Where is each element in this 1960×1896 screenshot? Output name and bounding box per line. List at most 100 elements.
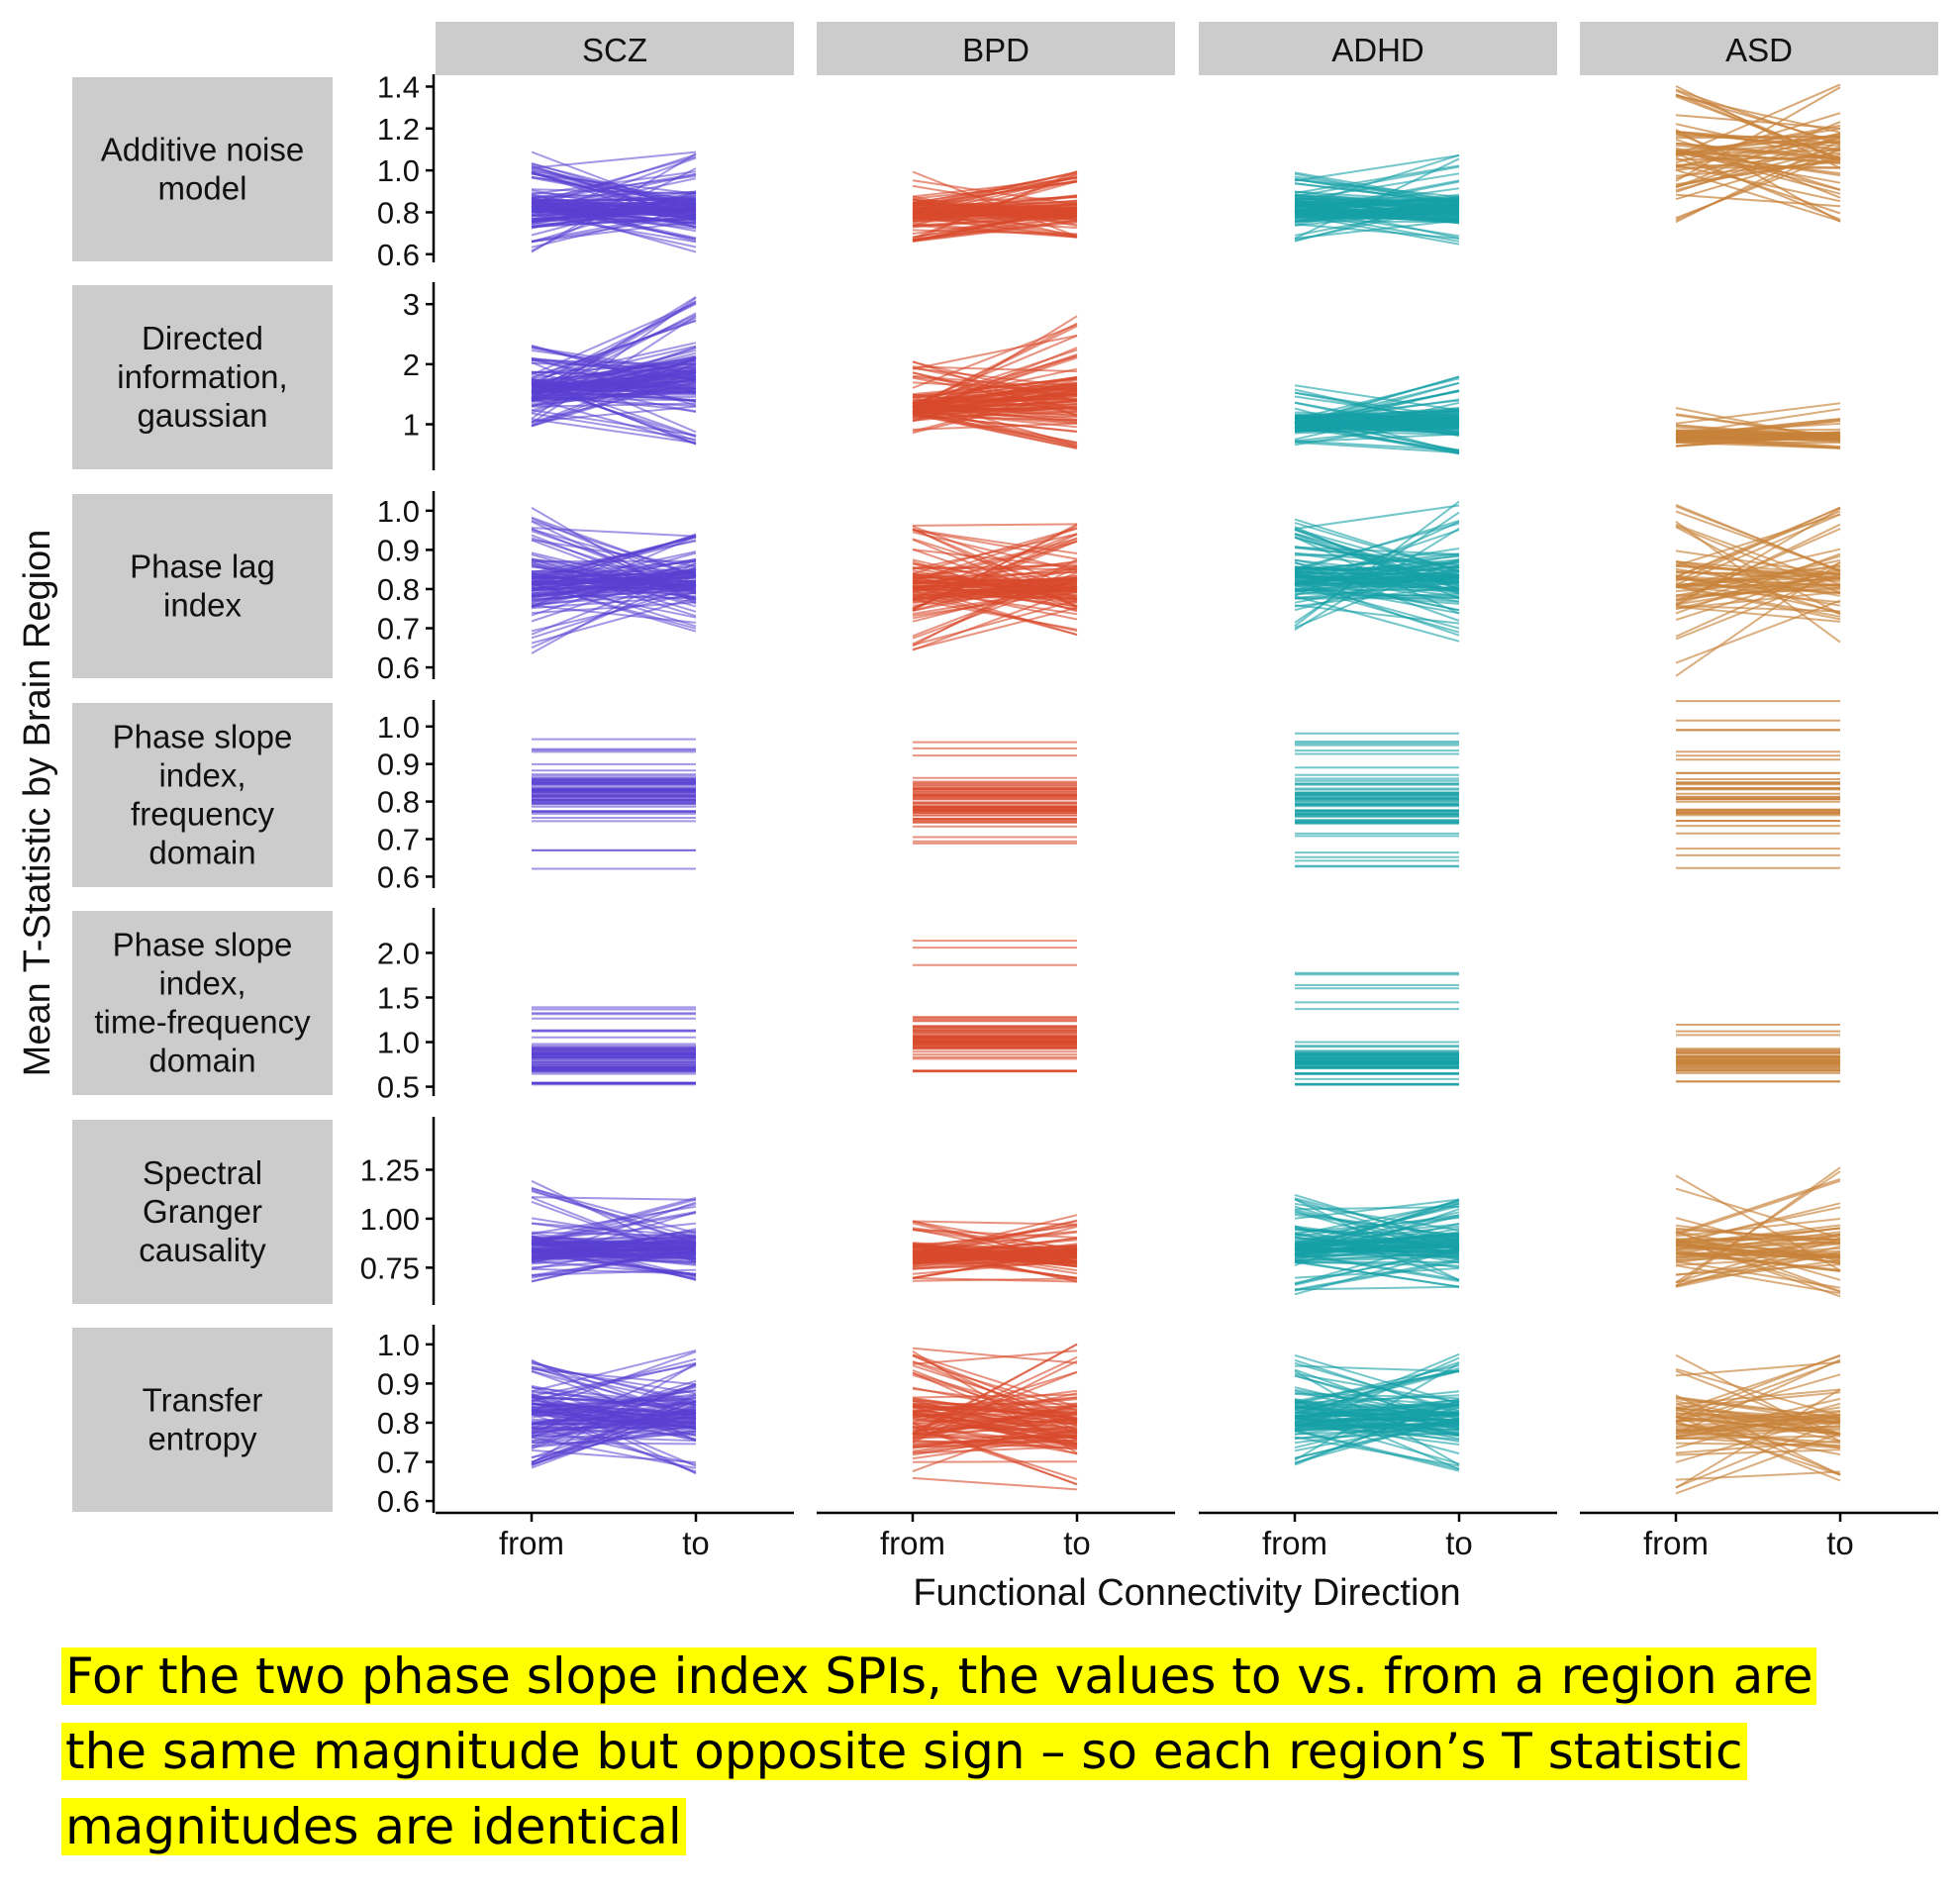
series-line <box>1675 88 1841 147</box>
series-line <box>912 537 1078 610</box>
row-label-text: Phase slope <box>113 719 293 755</box>
strip-background <box>817 22 1175 75</box>
y-tick-label: 0.6 <box>377 650 420 685</box>
series-line <box>1294 164 1460 194</box>
strip-label: SCZ <box>582 32 647 68</box>
series-line <box>1675 163 1841 203</box>
series-line <box>1294 504 1460 531</box>
series-line <box>1294 1428 1460 1436</box>
series-line <box>1294 421 1460 455</box>
series-line <box>1675 432 1841 439</box>
series-line <box>1675 1396 1841 1419</box>
series-line <box>531 397 697 445</box>
series-line <box>1294 427 1460 433</box>
y-tick-label: 1.5 <box>377 980 420 1015</box>
series-line <box>1675 1249 1841 1254</box>
y-tick-label: 0.8 <box>377 1406 420 1441</box>
row-label-text: Granger <box>143 1193 262 1230</box>
series-line <box>1294 581 1460 600</box>
series-line <box>1675 1241 1841 1247</box>
y-tick-label: 1.2 <box>377 112 420 147</box>
series-line <box>531 170 697 229</box>
series-line <box>912 1370 1078 1437</box>
series-line <box>531 218 697 222</box>
series-line <box>1294 1243 1460 1252</box>
series-line <box>531 170 697 223</box>
series-line <box>531 571 697 590</box>
panel-scz-row-2 <box>531 506 697 654</box>
panel-bpd-row-4 <box>913 940 1077 1073</box>
series-line <box>1675 129 1841 223</box>
series-line <box>531 150 697 169</box>
y-tick-label: 0.6 <box>377 1484 420 1519</box>
series-line <box>531 516 697 577</box>
series-line <box>1675 1406 1841 1436</box>
row-label-background <box>72 285 333 469</box>
series-line <box>1294 1232 1460 1247</box>
series-line <box>912 390 1078 412</box>
row-label-text: entropy <box>147 1421 257 1457</box>
series-line <box>1675 564 1841 589</box>
row-label-text: gaussian <box>137 397 267 434</box>
row-label-text: Directed <box>142 320 263 356</box>
series-line <box>1294 1252 1460 1283</box>
series-line <box>912 176 1078 198</box>
series-line <box>1294 576 1460 583</box>
y-tick-label: 1.25 <box>360 1152 420 1187</box>
strip-background <box>1199 22 1557 75</box>
y-tick-label: 0.7 <box>377 823 420 857</box>
y-tick-label: 0.8 <box>377 785 420 820</box>
series-line <box>912 196 1078 204</box>
row-label-text: Transfer <box>143 1382 263 1419</box>
series-line <box>1294 177 1460 204</box>
series-line <box>1294 558 1460 580</box>
series-line <box>531 360 697 393</box>
series-line <box>531 208 697 225</box>
row-label-text: time-frequency <box>94 1004 311 1041</box>
row-label-text: Phase slope <box>113 927 293 963</box>
series-line <box>531 594 697 600</box>
x-tick-label: from <box>1262 1525 1327 1561</box>
row-label-text: causality <box>139 1232 266 1268</box>
series-line <box>1294 1353 1460 1405</box>
series-line <box>531 1410 697 1424</box>
series-line <box>1675 112 1841 164</box>
series-line <box>1294 551 1460 566</box>
series-line <box>531 1406 697 1469</box>
series-line <box>912 1476 1078 1491</box>
series-line <box>1675 605 1841 623</box>
y-tick-label: 0.6 <box>377 238 420 272</box>
row-label-text: frequency <box>131 796 274 833</box>
series-line <box>1294 1429 1460 1470</box>
panel-scz-row-3 <box>532 738 696 870</box>
series-line <box>912 525 1078 589</box>
strip-scz: SCZ <box>436 22 794 75</box>
panel-adhd-row-4 <box>1295 971 1459 1086</box>
series-line <box>531 409 697 437</box>
series-line <box>1675 156 1841 215</box>
y-tick-label: 1.4 <box>377 69 420 104</box>
series-line <box>1675 1414 1841 1425</box>
row-label-text: information, <box>117 358 287 395</box>
series-line <box>531 581 697 590</box>
series-line <box>912 1220 1078 1226</box>
series-line <box>1294 529 1460 587</box>
panels <box>531 83 1841 1495</box>
caption-line-1: For the two phase slope index SPIs, the … <box>61 1639 1922 1714</box>
series-line <box>531 535 697 583</box>
series-line <box>1675 1448 1841 1456</box>
series-line <box>1294 1423 1460 1427</box>
row-label-background <box>72 1328 333 1512</box>
series-line <box>1675 1258 1841 1284</box>
series-line <box>1294 1436 1460 1467</box>
y-tick-label: 0.5 <box>377 1070 420 1105</box>
series-line <box>912 1397 1078 1423</box>
series-line <box>531 570 697 599</box>
series-line <box>1675 585 1841 621</box>
strip-label: ASD <box>1725 32 1793 68</box>
series-line <box>1675 441 1841 449</box>
